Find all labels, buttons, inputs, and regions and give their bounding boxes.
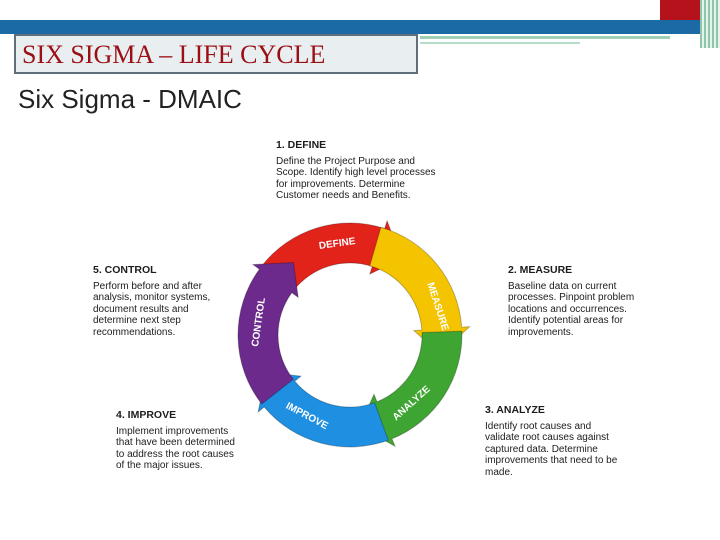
step-improve-description: Implement improvements that have been de… <box>116 425 235 472</box>
header-rule <box>420 36 710 44</box>
header-stripes <box>700 0 720 48</box>
step-analyze-description: Identify root causes and validate root c… <box>485 420 618 478</box>
step-control-description: Perform before and after analysis, monit… <box>93 280 211 338</box>
step-define: 1. DEFINE Define the Project Purpose and… <box>276 139 436 202</box>
header-band <box>0 20 700 34</box>
step-measure-heading: 2. MEASURE <box>508 264 573 276</box>
arrow-improve <box>257 371 389 448</box>
step-improve-heading: 4. IMPROVE <box>116 409 177 421</box>
step-improve: 4. IMPROVE Implement improvements that h… <box>116 409 240 472</box>
step-analyze-heading: 3. ANALYZE <box>485 404 545 416</box>
step-control-heading: 5. CONTROL <box>93 264 157 276</box>
slide-top-bar <box>0 0 720 22</box>
diagram-title: Six Sigma - DMAIC <box>18 84 242 114</box>
slide-title: SIX SIGMA – LIFE CYCLE <box>14 34 418 74</box>
arrow-control <box>237 261 299 405</box>
arrow-analyze <box>358 330 463 448</box>
step-measure: 2. MEASURE Baseline data on current proc… <box>508 264 644 338</box>
step-define-description: Define the Project Purpose and Scope. Id… <box>276 155 436 202</box>
arrow-measure <box>369 226 472 355</box>
step-measure-description: Baseline data on current processes. Pinp… <box>508 280 635 338</box>
step-control: 5. CONTROL Perform before and after anal… <box>93 264 213 338</box>
step-analyze: 3. ANALYZE Identify root causes and vali… <box>485 404 627 478</box>
arrow-label-define: DEFINE <box>318 236 356 252</box>
step-define-heading: 1. DEFINE <box>276 139 327 151</box>
